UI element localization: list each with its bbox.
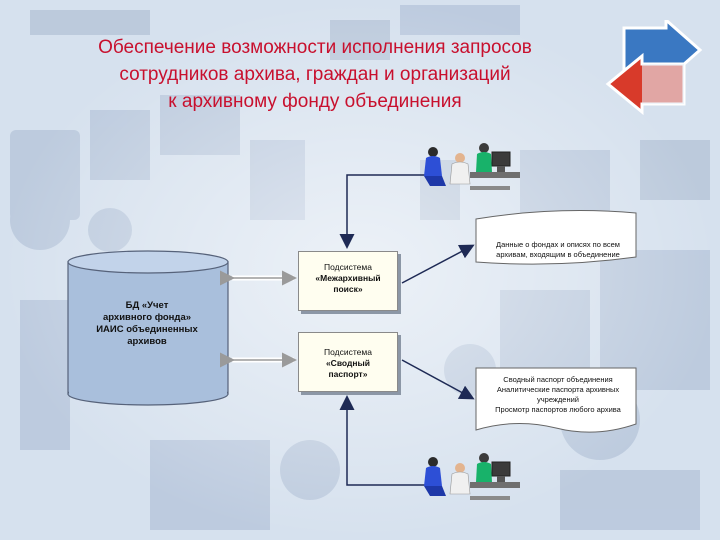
document-top-line-2: архивам, входящим в объединение bbox=[496, 250, 620, 259]
document-bottom-line-3: учреждений bbox=[536, 395, 579, 404]
arrow-bottom-users-to-passport bbox=[339, 395, 425, 486]
subsystem-search-line-1: Подсистема bbox=[324, 262, 372, 272]
document-top-shape bbox=[475, 210, 637, 265]
title-line-3: к архивному фонду объединения bbox=[168, 91, 462, 112]
database-label-line-3: ИАИС объединенных bbox=[96, 324, 198, 335]
document-top-line-1: Данные о фондах и описях по всем bbox=[496, 240, 620, 249]
document-bottom-shape bbox=[475, 367, 637, 433]
arrow-passport-to-document bbox=[401, 359, 475, 400]
arrow-search-to-document bbox=[401, 244, 475, 284]
document-bottom-line-2: Аналитические паспорта архивных bbox=[496, 385, 620, 394]
arrow-top-users-to-search bbox=[339, 174, 425, 249]
subsystem-search-box: Подсистема «Межархивный поиск» bbox=[298, 251, 398, 311]
database-label: БД «Учет архивного фонда» ИАИС объединен… bbox=[72, 300, 222, 348]
users-at-computers-bottom-icon bbox=[424, 453, 520, 500]
title-line-1: Обеспечение возможности исполнения запро… bbox=[98, 37, 532, 58]
database-label-line-1: БД «Учет bbox=[125, 300, 169, 311]
document-bottom-line-1: Сводный паспорт объединения bbox=[503, 375, 613, 384]
document-bottom-line-4: Просмотр паспортов любого архива bbox=[495, 405, 621, 414]
subsystem-passport-line-1: Подсистема bbox=[324, 347, 372, 357]
database-label-line-4: архивов bbox=[127, 336, 167, 347]
title-line-2: сотрудников архива, граждан и организаци… bbox=[119, 64, 511, 85]
document-top-label: Данные о фондах и описях по всем архивам… bbox=[478, 240, 638, 260]
subsystem-passport-box: Подсистема «Сводный паспорт» bbox=[298, 332, 398, 392]
page-title: Обеспечение возможности исполнения запро… bbox=[20, 34, 610, 115]
database-label-line-2: архивного фонда» bbox=[102, 312, 192, 323]
subsystem-passport-line-3: паспорт» bbox=[328, 369, 368, 379]
exchange-arrows-logo-icon bbox=[605, 20, 703, 116]
subsystem-search-line-2: «Межархивный bbox=[315, 273, 381, 283]
subsystem-passport-line-2: «Сводный bbox=[325, 358, 371, 368]
database-cylinder bbox=[67, 250, 229, 406]
subsystem-search-line-3: поиск» bbox=[333, 284, 363, 294]
users-at-computers-top-icon bbox=[424, 143, 520, 190]
document-bottom-label: Сводный паспорт объединения Аналитически… bbox=[478, 375, 638, 415]
